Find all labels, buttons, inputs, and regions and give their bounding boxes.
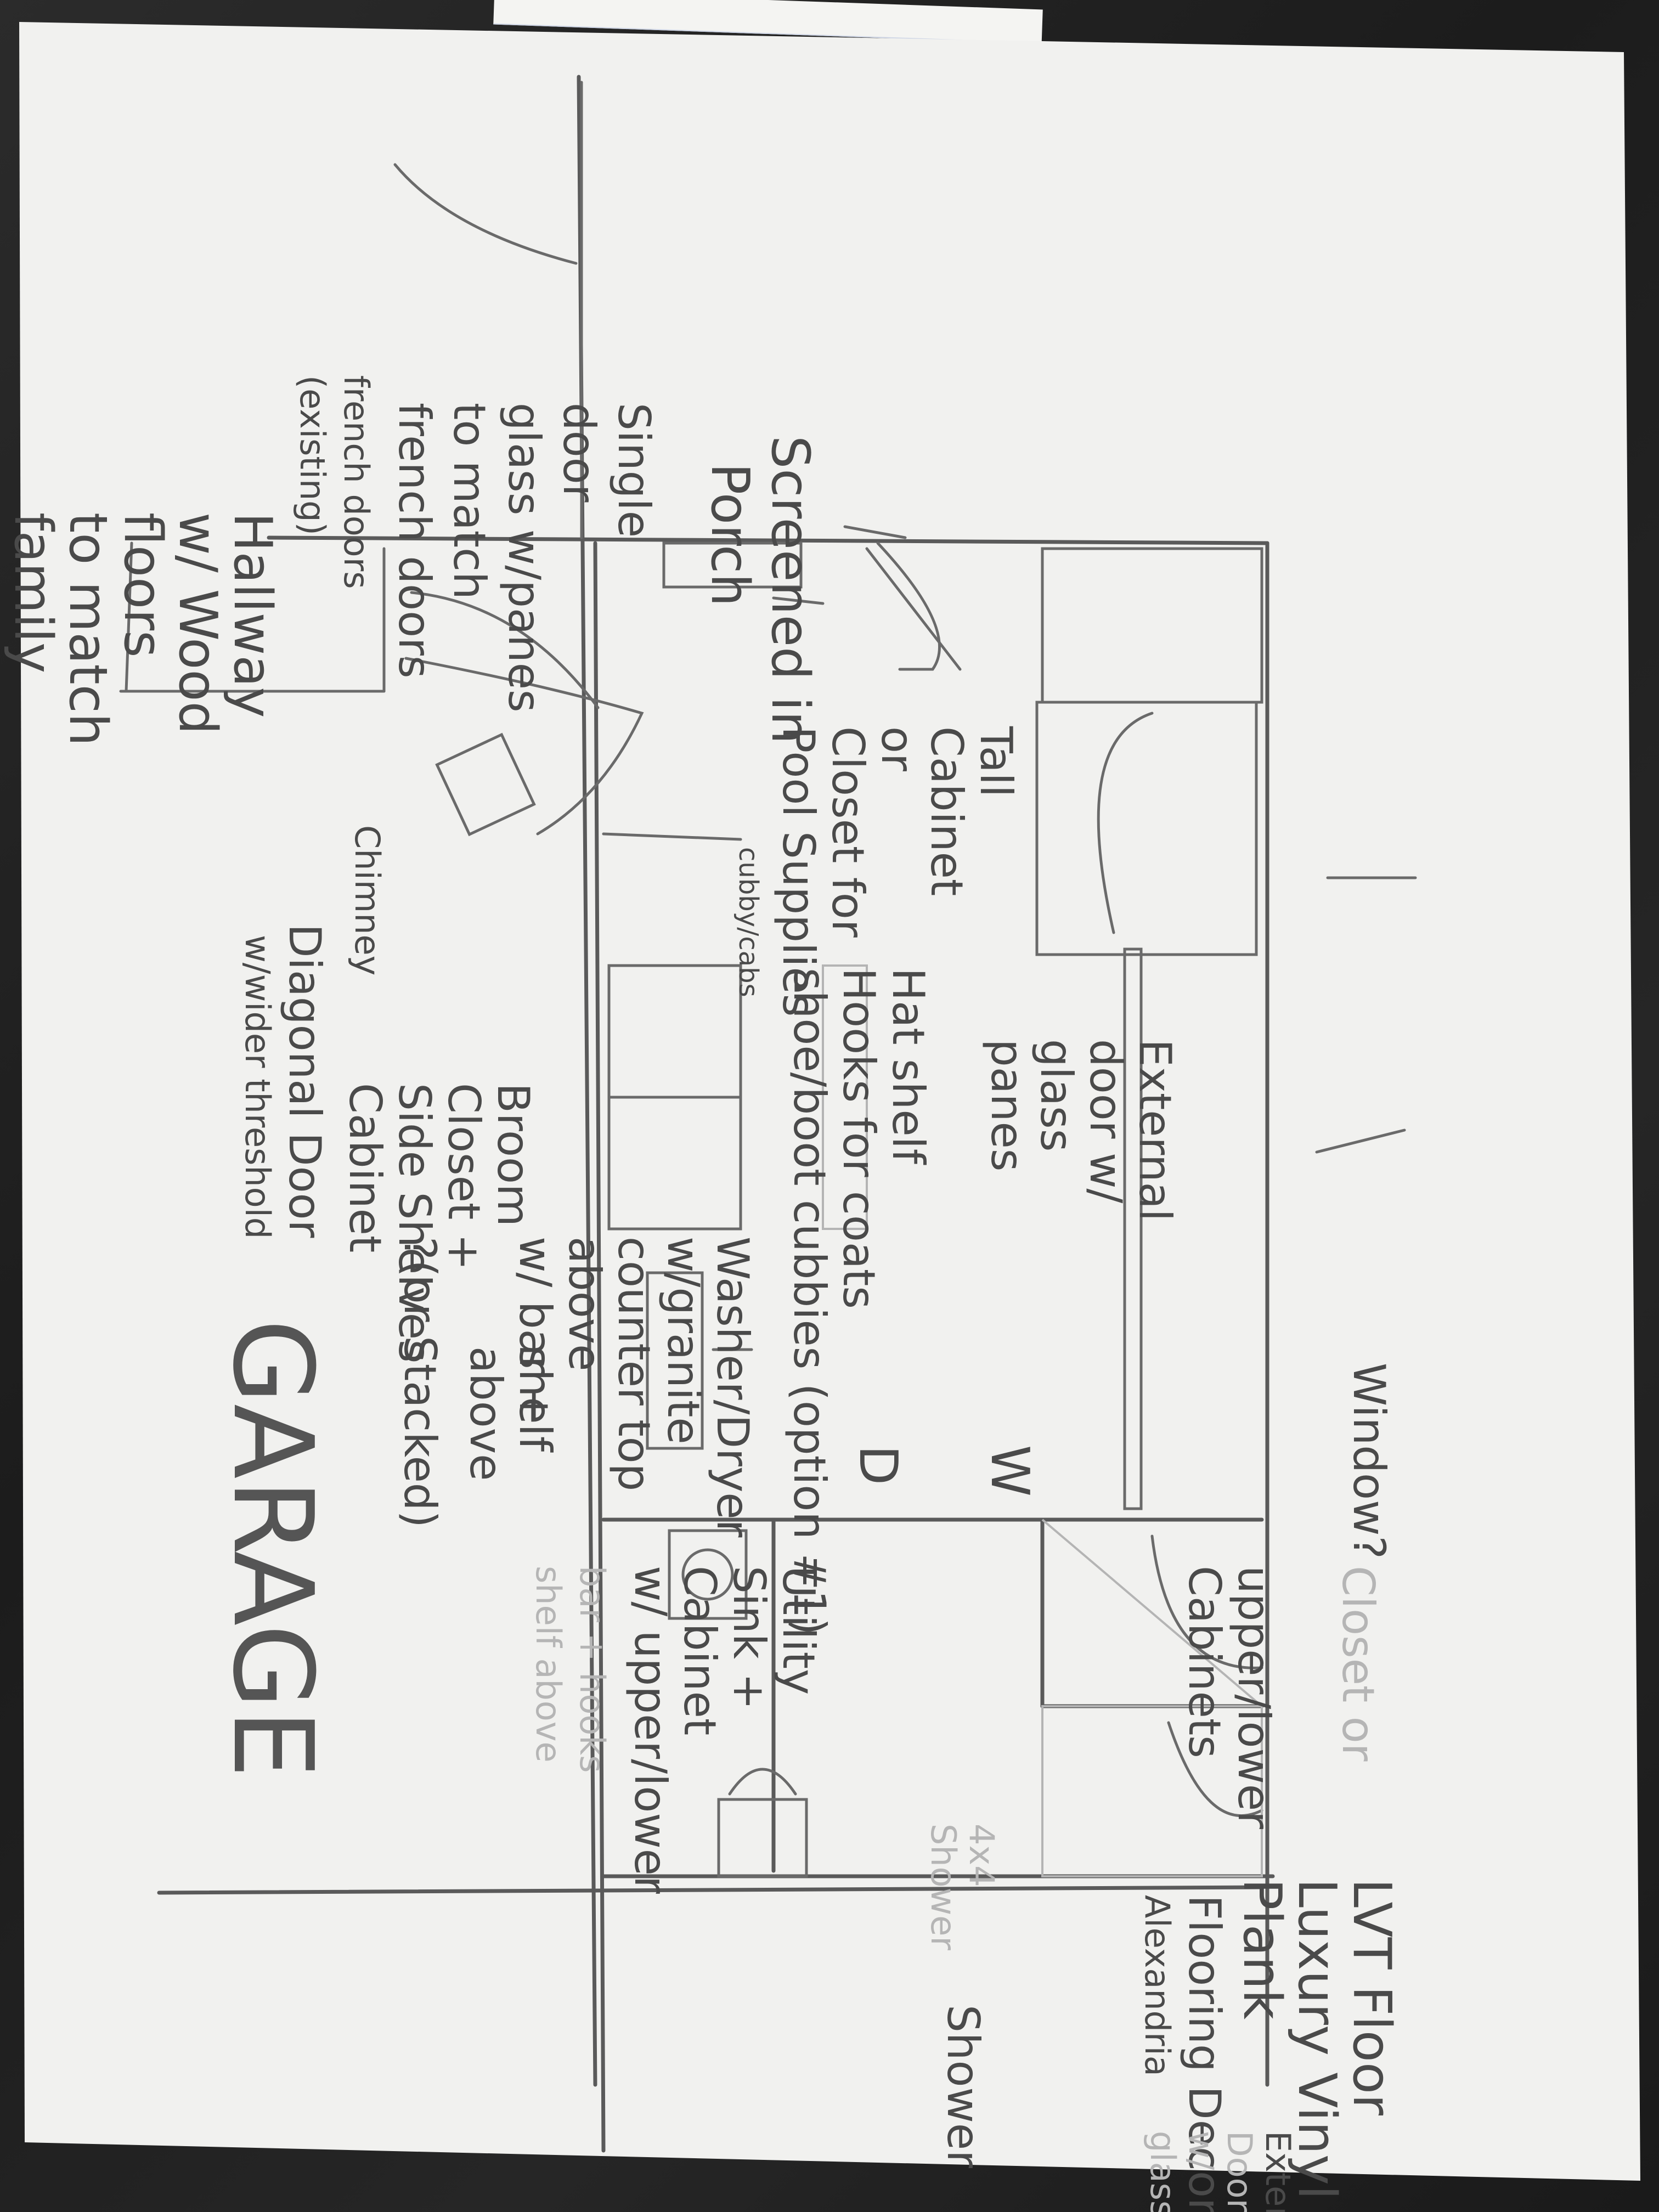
label-broom-2: Closet + — [438, 1083, 489, 1271]
toilet-base — [668, 1529, 748, 1620]
label-pool-closet-4: Closet for — [822, 726, 873, 938]
label-single-door-5: french doors — [389, 403, 440, 679]
label-external-door-1: External — [1130, 1039, 1181, 1221]
label-washer-dryer-1: Washer/Dryer — [707, 1237, 758, 1538]
label-utility-sink-1: Utility — [773, 1566, 824, 1695]
label-hallway-4: to match — [58, 512, 118, 746]
cabinet-line — [1123, 947, 1143, 1510]
label-utility-sink-3: Cabinet — [674, 1566, 725, 1735]
label-external-door-3: glass — [1031, 1039, 1082, 1152]
label-diagonal-door-1: Diagonal Door — [279, 924, 330, 1238]
label-washer-dryer-3: counter top — [608, 1237, 659, 1491]
sketch-labels: Screened in Porch Single door glass w/pa… — [0, 375, 1402, 2212]
label-hallway-5: family — [3, 512, 63, 673]
label-hat-shelf-3: shoe/boot cubbies (option #1) — [784, 968, 835, 1635]
paper-sheet — [19, 22, 1640, 2181]
label-window: Window? — [1344, 1363, 1395, 1559]
label-french-doors-2: (existing) — [292, 375, 332, 535]
label-d: D — [848, 1445, 908, 1485]
label-broom-3: Side Shelves — [389, 1083, 440, 1363]
label-washer-dryer-5: w/ bar + — [510, 1237, 561, 1425]
label-hat-shelf-2: Hooks for coats — [833, 968, 884, 1309]
utility-sink — [646, 1271, 704, 1450]
label-washer-dryer-2: w/granite — [658, 1237, 709, 1444]
label-washer-dryer-4: above — [559, 1237, 610, 1371]
label-hallway-6: Room — [0, 512, 8, 661]
label-pool-closet-5: Pool Supplies — [773, 726, 824, 1017]
label-single-door-1: Single — [608, 403, 659, 538]
label-washer-dryer-6: shelf — [510, 1346, 561, 1453]
label-shower: Shower — [938, 2005, 989, 2168]
label-pool-closet-2: Cabinet — [921, 726, 972, 896]
label-diagonal-door-2: w/wider threshold — [238, 935, 278, 1239]
label-single-door-3: glass w/panes — [499, 403, 550, 713]
label-single-door-4: to match — [444, 403, 495, 600]
label-broom-1: Broom — [488, 1083, 539, 1227]
label-hallway-1: Hallway — [222, 512, 283, 718]
label-flooring-decor-2: Alexandria — [1137, 1895, 1177, 2076]
label-screened-porch-2: Porch — [699, 463, 760, 606]
label-hallway-2: w/ Wood — [167, 512, 228, 735]
pool-cabinet — [1041, 547, 1263, 704]
label-pool-closet-3: or — [872, 726, 923, 771]
label-utility-sink-2: Sink + — [724, 1566, 775, 1710]
label-utility-sink-4: w/ upper/lower — [625, 1566, 676, 1894]
label-external-door-2-2: Door — [1220, 2131, 1260, 2212]
label-external-door-2-3: w/ — [1181, 2131, 1221, 2170]
hat-shelf-box — [662, 541, 803, 589]
fixtures — [404, 541, 1263, 1878]
label-faint-bar-1: bar + hooks — [572, 1566, 612, 1773]
label-shower-4x-2: Shower — [923, 1824, 963, 1950]
label-external-door-4: panes — [981, 1039, 1032, 1171]
label-w: W — [979, 1445, 1040, 1497]
toilet-tank — [717, 1798, 808, 1878]
label-washer-dryer-7: above — [460, 1346, 511, 1481]
label-upper-lower-1: upper/lower — [1228, 1566, 1279, 1829]
label-broom-4: Cabinet — [340, 1083, 391, 1252]
annotation-arrows — [393, 163, 1417, 1351]
label-lvt-1: LVT Floor — [1341, 1878, 1402, 2116]
label-external-door-2: door w/ — [1080, 1039, 1131, 1203]
label-single-door-2: door — [554, 403, 605, 503]
label-external-door-2-4: glass — [1143, 2131, 1183, 2212]
label-screened-porch-1: Screened in — [760, 436, 820, 744]
label-hat-shelf-1: Hat shelf — [883, 968, 934, 1165]
label-upper-lower-2: Cabinets — [1179, 1566, 1230, 1758]
label-pool-closet-1: Tall — [970, 726, 1022, 797]
label-chimney: Chimney — [347, 825, 387, 975]
label-french-doors-1: french doors — [336, 375, 376, 589]
label-hallway-3: floors — [112, 512, 173, 658]
label-closet-or-faint: Closet or — [1333, 1566, 1384, 1762]
label-faint-bar-2: shelf above — [528, 1566, 568, 1763]
label-lvt-3: Plank — [1232, 1878, 1292, 2019]
label-shower-4x-1: 4x4 — [962, 1824, 1002, 1887]
label-garage: GARAGE — [208, 1319, 336, 1778]
label-flooring-decor-1: Flooring Decor — [1179, 1895, 1230, 2212]
label-or-stacked: ?(or Stacked) — [394, 1237, 445, 1528]
label-external-door-2-1: External — [1258, 2131, 1298, 2212]
label-cubby: cubby/cabs — [733, 847, 764, 997]
label-lvt-2: Luxury Vinyl — [1286, 1878, 1347, 2200]
